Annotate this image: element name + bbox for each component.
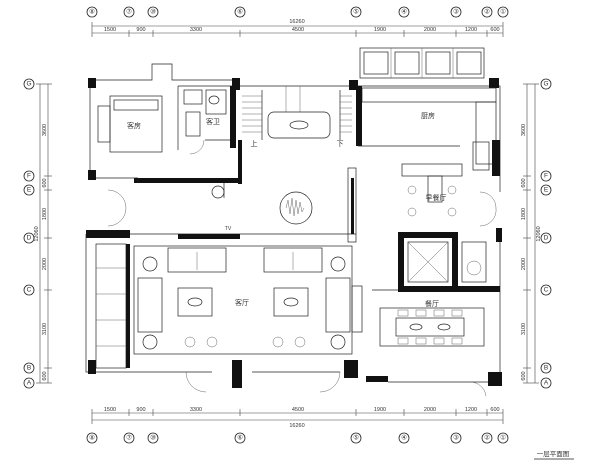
stair-label-up: 上: [251, 139, 258, 148]
bottom-dim-span-2: 900: [136, 407, 145, 413]
grid-bubble-col-2-bottom: ②: [484, 434, 490, 442]
grid-bubble-col-8: ⑧: [89, 8, 95, 16]
bottom-dim-span-3: 3300: [190, 407, 202, 413]
grid-bubble-row-g-right: G: [543, 81, 548, 88]
drawing-title: 一层平面图: [537, 450, 570, 458]
grid-bubble-row-f-left: F: [27, 173, 31, 180]
grid-bubble-col-7-bottom: ⑦: [126, 434, 132, 442]
top-dim-span-3: 3300: [190, 27, 202, 33]
grid-bubble-row-b-left: B: [27, 365, 31, 372]
grid-bubble-row-c-right: C: [544, 287, 549, 294]
left-dimension-lines: 3600 600 1800 2000 3100 600 12060: [34, 83, 52, 384]
grid-bubble-col-4: ④: [401, 8, 407, 16]
bottom-dim-span-5: 1900: [374, 407, 386, 413]
left-dim-span-3: 1800: [42, 208, 48, 220]
right-dim-span-4: 2000: [521, 258, 527, 270]
right-dim-span-6: 600: [521, 371, 527, 380]
grid-bubble-row-a-right: A: [544, 380, 549, 387]
grid-bubble-row-g-left: G: [26, 81, 31, 88]
room-label-living: 客厅: [235, 298, 249, 307]
top-dim-span-2: 900: [136, 27, 145, 33]
grid-bubble-col-6-bottom: ⑥: [237, 434, 243, 442]
grid-bubble-row-d-right: D: [544, 235, 549, 242]
floor-plan-walls: [85, 47, 502, 397]
grid-bubble-row-f-right: F: [544, 173, 548, 180]
grid-bubble-row-e-left: E: [27, 187, 32, 194]
grid-bubble-col-7: ⑦: [126, 8, 132, 16]
bottom-grid-bubbles: ⑧ ⑦ ⑩ ⑥ ⑤ ④ ③ ② ①: [86, 432, 509, 444]
right-dim-span-2: 600: [521, 178, 527, 187]
top-dim-span-1: 1500: [104, 27, 116, 33]
left-dim-span-6: 600: [42, 371, 48, 380]
left-dim-span-2: 600: [42, 178, 48, 187]
stair-label-down: 下: [337, 140, 344, 148]
top-total-dimension: 16260: [289, 19, 304, 25]
bottom-dim-span-1: 1500: [104, 407, 116, 413]
left-total-dimension: 12060: [34, 226, 40, 241]
room-label-guest-bath: 客卫: [206, 117, 220, 126]
bottom-total-dimension: 16260: [289, 423, 304, 429]
grid-bubble-col-10: ⑩: [150, 8, 156, 16]
grid-bubble-col-1-bottom: ①: [500, 434, 506, 442]
right-dim-span-3: 1800: [521, 208, 527, 220]
top-dim-span-4: 4500: [292, 27, 304, 33]
top-dim-span-5: 1900: [374, 27, 386, 33]
left-dim-span-5: 3100: [42, 323, 48, 335]
top-dim-span-6: 2000: [424, 27, 436, 33]
grid-bubble-col-3: ③: [453, 8, 459, 16]
left-grid-bubbles: G F E D C B A: [23, 78, 35, 389]
bottom-dim-span-8: 600: [490, 407, 499, 413]
right-dim-span-5: 3100: [521, 323, 527, 335]
grid-bubble-row-a-left: A: [27, 380, 32, 387]
right-total-dimension: 12060: [536, 226, 542, 241]
grid-bubble-col-8-bottom: ⑧: [89, 434, 95, 442]
left-dim-span-1: 3600: [42, 124, 48, 136]
grid-bubble-col-5-bottom: ⑤: [353, 434, 359, 442]
left-dim-span-4: 2000: [42, 258, 48, 270]
grid-bubble-row-d-left: D: [27, 235, 32, 242]
room-label-breakfast: 早餐厅: [426, 193, 447, 202]
bottom-dimension-lines: 1500 900 3300 4500 1900 2000 1200 600 16…: [91, 407, 504, 429]
right-dim-span-1: 3600: [521, 124, 527, 136]
grid-bubble-row-e-right: E: [544, 187, 549, 194]
bottom-dim-span-4: 4500: [292, 407, 304, 413]
grid-bubble-col-5: ⑤: [353, 8, 359, 16]
right-dimension-lines: 3600 600 1800 2000 3100 600 12060: [521, 83, 542, 384]
room-labels: 客房 客卫 厨房 早餐厅 客厅 餐厅 上 下 TV: [127, 111, 447, 308]
grid-bubble-col-3-bottom: ③: [453, 434, 459, 442]
top-dim-span-8: 600: [490, 27, 499, 33]
tv-wall-label: TV: [225, 226, 232, 232]
bottom-dim-span-7: 1200: [465, 407, 477, 413]
grid-bubble-col-1: ①: [500, 8, 506, 16]
right-grid-bubbles: G F E D C B A: [540, 78, 552, 389]
bottom-dim-span-6: 2000: [424, 407, 436, 413]
top-dimension-lines: 16260 1500 900 3300 4500 1900 2000 1200 …: [91, 19, 504, 37]
drawing-title-block: 一层平面图: [534, 450, 574, 460]
grid-bubble-col-10-bottom: ⑩: [150, 434, 156, 442]
grid-bubble-col-4-bottom: ④: [401, 434, 407, 442]
grid-bubble-row-b-right: B: [544, 365, 548, 372]
grid-bubble-col-2: ②: [484, 8, 490, 16]
room-label-kitchen: 厨房: [421, 111, 435, 120]
top-dim-span-7: 1200: [465, 27, 477, 33]
grid-bubble-col-6: ⑥: [237, 8, 243, 16]
room-label-guest-bedroom: 客房: [127, 121, 141, 130]
top-grid-bubbles: ⑧ ⑦ ⑩ ⑥ ⑤ ④ ③ ② ①: [86, 6, 509, 18]
room-label-dining: 餐厅: [425, 299, 439, 308]
grid-bubble-row-c-left: C: [27, 287, 32, 294]
